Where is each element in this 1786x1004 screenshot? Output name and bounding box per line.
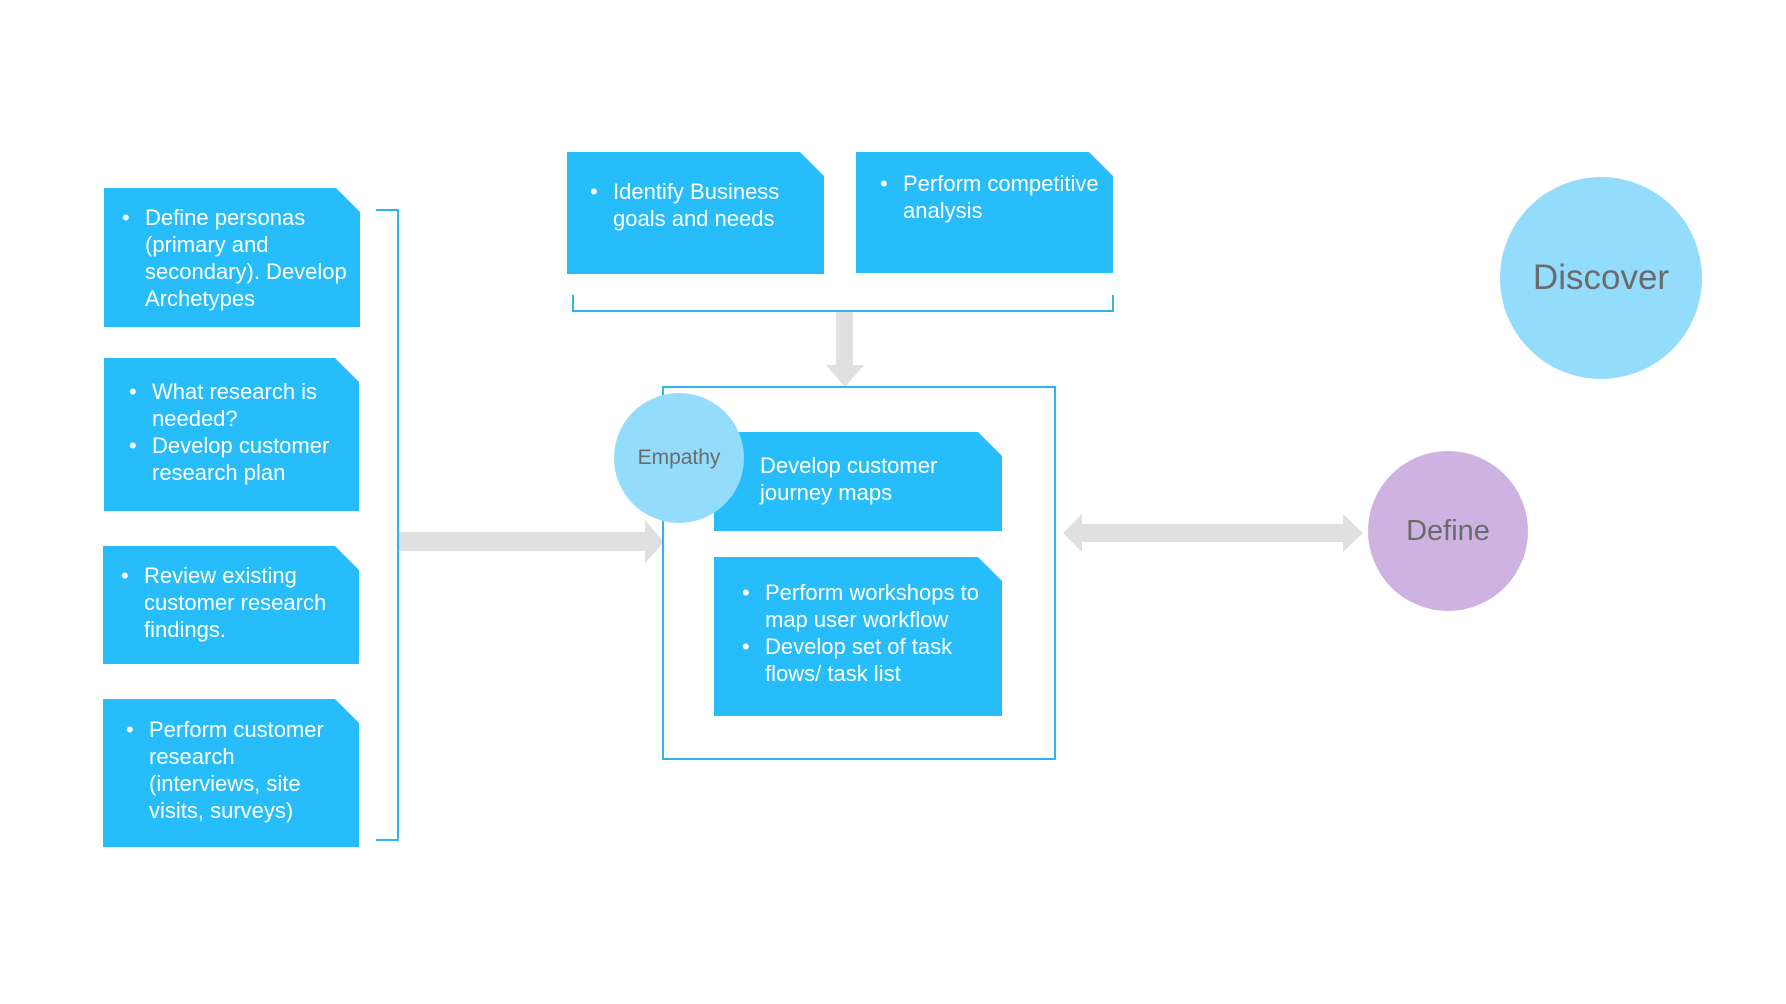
arrow-center-define: [1063, 514, 1363, 552]
note-item: Develop set of task flows/ task list: [765, 633, 992, 687]
note-item: Review existing customer research findin…: [144, 562, 349, 643]
left-bracket: [376, 209, 399, 841]
note-business-goals: Identify Business goals and needs: [567, 152, 824, 274]
discover-label: Discover: [1532, 258, 1670, 297]
note-perform-research: Perform customer research (interviews, s…: [103, 699, 359, 847]
note-item: Identify Business goals and needs: [613, 178, 814, 232]
arrow-top-to-center: [826, 312, 864, 387]
note-item: Define personas (primary and secondary).…: [145, 204, 350, 312]
note-item: Perform customer research (interviews, s…: [149, 716, 349, 824]
note-research-plan: What research is needed? Develop custome…: [104, 358, 359, 511]
empathy-label: Empathy: [637, 446, 721, 469]
empathy-frame: [662, 386, 1056, 760]
note-text: Develop customer journey maps: [760, 453, 938, 505]
top-bracket: [572, 295, 1114, 312]
note-define-personas: Define personas (primary and secondary).…: [104, 188, 360, 327]
note-item: Perform competitive analysis: [903, 170, 1103, 224]
note-review-research: Review existing customer research findin…: [103, 546, 359, 664]
empathy-circle: Empathy: [614, 393, 744, 523]
note-competitive-analysis: Perform competitive analysis: [856, 152, 1113, 273]
discover-circle: Discover: [1500, 177, 1702, 379]
define-label: Define: [1406, 514, 1490, 547]
note-item: Perform workshops to map user workflow: [765, 579, 992, 633]
note-item: Develop customer research plan: [152, 432, 349, 486]
define-circle: Define: [1368, 451, 1528, 611]
note-item: What research is needed?: [152, 378, 349, 432]
note-journey-maps: Develop customer journey maps: [714, 432, 1002, 531]
note-workshops: Perform workshops to map user workflow D…: [714, 557, 1002, 716]
arrow-left-to-center: [399, 520, 664, 563]
